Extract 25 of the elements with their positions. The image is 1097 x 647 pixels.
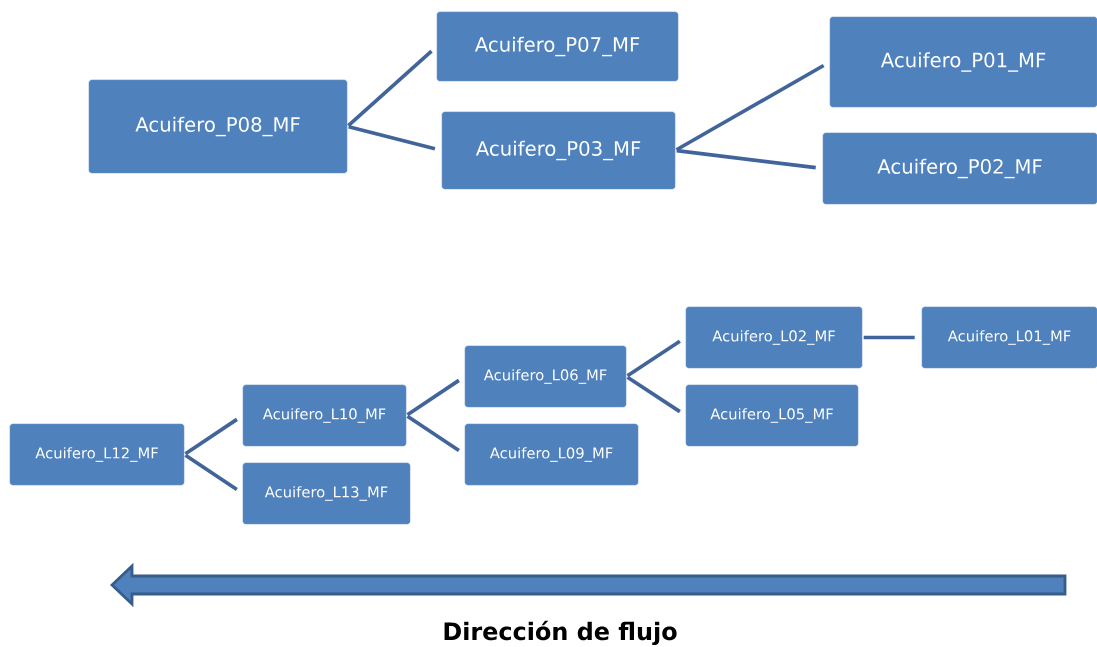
process-box: Acuifero_P01_MF: [829, 16, 1097, 108]
connector-line: [406, 378, 460, 417]
caption-text: Dirección de flujo: [444, 620, 677, 646]
process-box: Acuifero_L06_MF: [464, 345, 627, 408]
connector-line: [184, 417, 238, 456]
connector-line: [406, 414, 460, 453]
process-box: Acuifero_L10_MF: [242, 384, 407, 447]
connector-line: [347, 49, 433, 127]
process-box: Acuifero_L13_MF: [242, 462, 411, 525]
process-box: Acuifero_L01_MF: [921, 306, 1097, 369]
process-box: Acuifero_P07_MF: [436, 11, 679, 82]
process-box: Acuifero_L12_MF: [9, 423, 185, 486]
connector-line: [863, 335, 915, 340]
connector-line: [184, 453, 238, 492]
connector-line: [626, 339, 681, 378]
connector-line: [626, 375, 681, 414]
process-box: Acuifero_P02_MF: [822, 132, 1097, 205]
connector-line: [676, 148, 816, 170]
connector-line: [348, 125, 436, 151]
process-box: Acuifero_P03_MF: [441, 111, 676, 190]
process-box: Acuifero_L05_MF: [685, 384, 859, 447]
connector-line: [675, 63, 825, 152]
process-box: Acuifero_L09_MF: [464, 423, 639, 486]
process-box: Acuifero_L02_MF: [685, 306, 863, 369]
process-box: Acuifero_P08_MF: [88, 79, 348, 174]
